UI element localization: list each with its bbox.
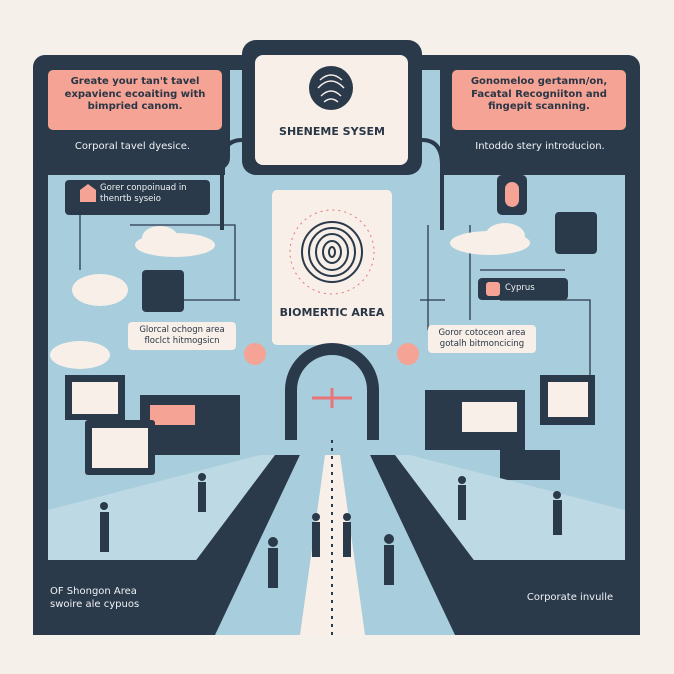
right-callout-text: Gonomeloo gertamn/on, Facatal Recogniito… bbox=[470, 76, 608, 112]
center-card-title: SHENEME SYSEM bbox=[279, 125, 385, 138]
footer-right: Corporate invulle bbox=[526, 592, 614, 603]
fingerprint-icon bbox=[301, 221, 363, 283]
left-callout-box bbox=[48, 70, 222, 130]
biometric-panel bbox=[272, 190, 392, 345]
home-box bbox=[65, 180, 210, 215]
center-card bbox=[255, 55, 408, 165]
home-box-label: Gorer conpoinuad in thenrtb syseio bbox=[100, 183, 187, 204]
footer-left: OF Shongon Area swoire ale cypuos bbox=[50, 586, 140, 610]
home-icon bbox=[80, 184, 96, 202]
left-callout-text: Greate your tan't tavel expavienc ecoait… bbox=[64, 76, 206, 112]
right-callout-box bbox=[452, 70, 626, 130]
cyprus-badge bbox=[478, 278, 568, 300]
right-area-label: Goror cotoceon area gotalh bitmoncicing bbox=[438, 328, 526, 349]
biometric-title: BIOMERTIC AREA bbox=[279, 306, 385, 319]
gate-arch bbox=[285, 343, 379, 440]
fingerprint-icon bbox=[309, 66, 353, 110]
cyprus-label: Cyprus bbox=[505, 283, 535, 293]
right-caption: Intoddo stery introducion. bbox=[475, 141, 605, 152]
left-area-label: Glorcal ochogn area floclct hitmogsicn bbox=[139, 325, 225, 346]
left-caption: Corporal tavel dyesice. bbox=[74, 141, 191, 152]
